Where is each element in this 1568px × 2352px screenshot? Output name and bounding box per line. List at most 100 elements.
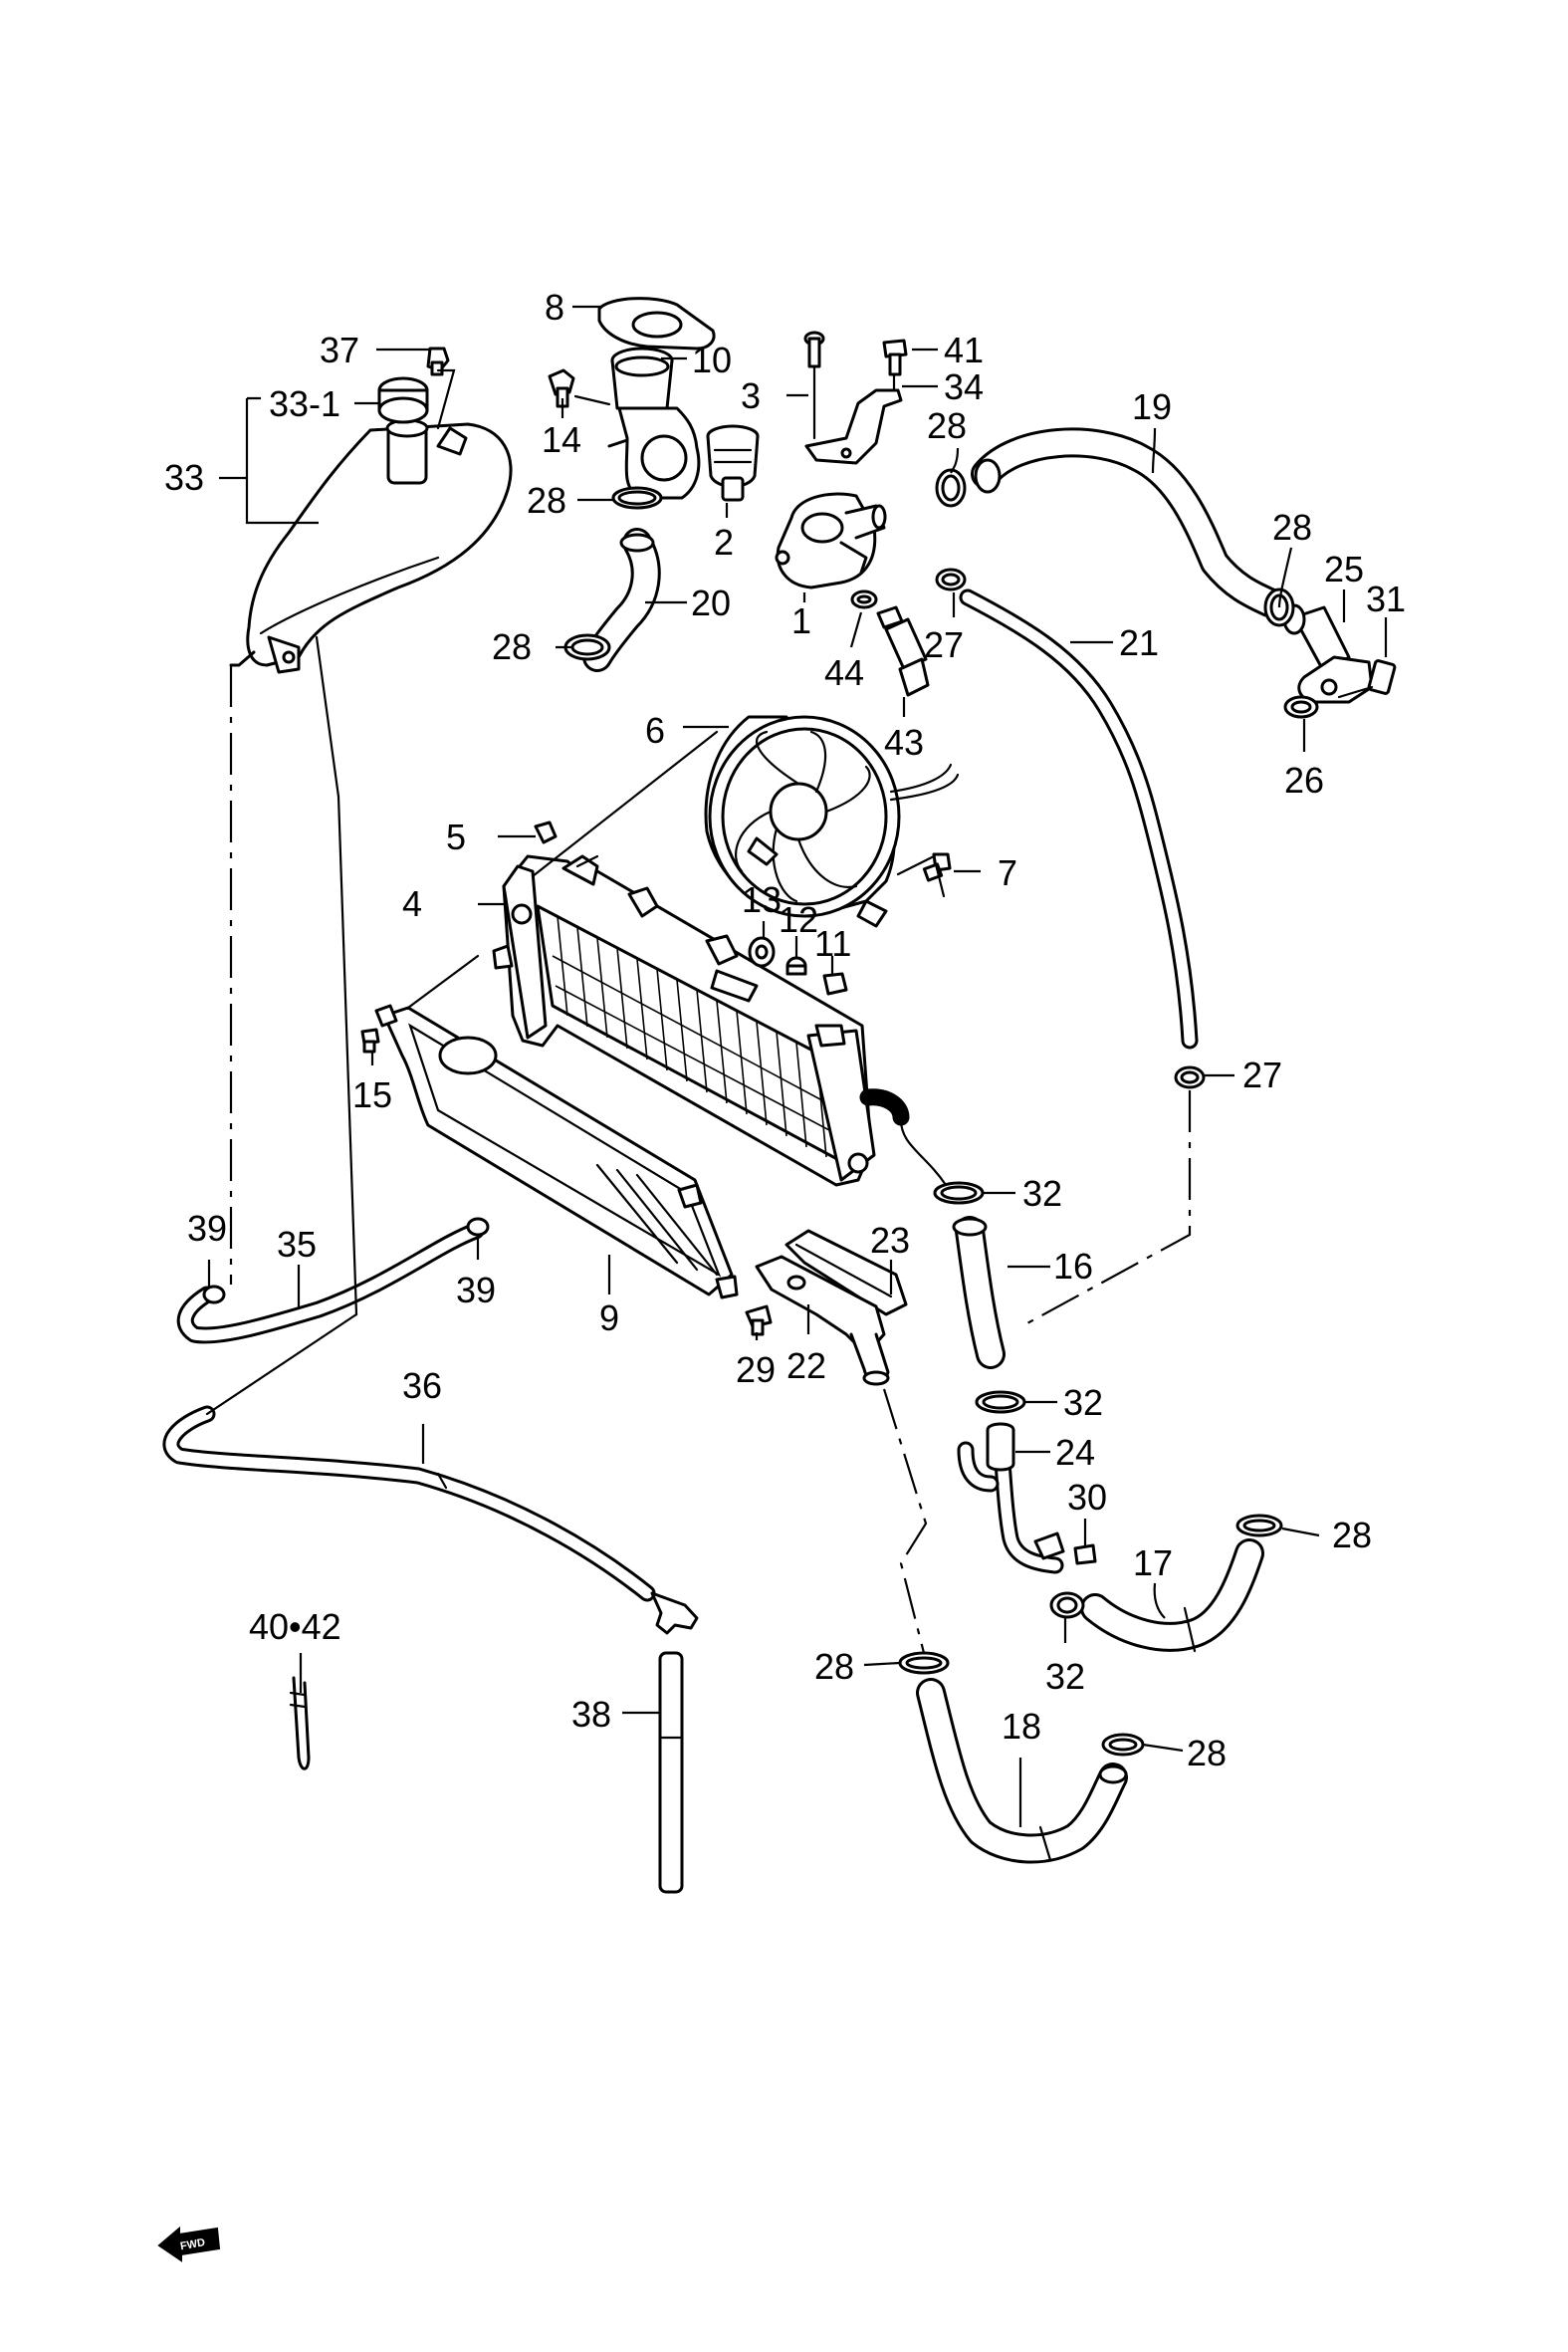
hose-18 <box>916 1678 1128 1864</box>
thermostat-case <box>607 347 701 500</box>
callout-6: 6 <box>645 710 665 751</box>
leader-lines <box>207 305 1388 1827</box>
callout-33-1: 33-1 <box>269 383 340 424</box>
hose-21 <box>959 588 1199 1050</box>
callout-20: 20 <box>691 583 731 623</box>
radiator-guard <box>374 1004 739 1299</box>
bushing-13 <box>748 936 776 968</box>
clamp-27-lower <box>1174 1065 1206 1089</box>
callout-30: 30 <box>1067 1477 1107 1518</box>
callout-34: 34 <box>944 366 984 407</box>
water-inlet-22 <box>755 1255 890 1386</box>
clamp-28-hose19 <box>935 468 967 508</box>
callout-12: 12 <box>779 899 818 940</box>
bolt-31 <box>1367 659 1397 695</box>
water-pump <box>775 492 887 589</box>
callout-43: 43 <box>884 722 924 763</box>
callout-33: 33 <box>164 457 204 498</box>
callout-32-upper: 32 <box>1022 1173 1062 1214</box>
callout-22: 22 <box>786 1345 826 1386</box>
fwd-label: FWD <box>179 2236 206 2252</box>
callout-14: 14 <box>542 419 581 460</box>
callout-2: 2 <box>714 522 734 563</box>
callout-27-lower: 27 <box>1242 1055 1282 1095</box>
clamp-27-upper <box>935 568 967 591</box>
callout-32-lower: 32 <box>1045 1656 1085 1697</box>
callout-44: 44 <box>824 652 864 693</box>
collar-12 <box>785 956 807 976</box>
clamp-28-tank <box>611 486 663 510</box>
bolt-15 <box>360 1028 380 1054</box>
gasket-23 <box>784 1229 908 1316</box>
o-ring-44 <box>850 589 878 609</box>
callout-7: 7 <box>998 852 1017 893</box>
clamp-28-hose18-top <box>898 1651 950 1675</box>
callout-13: 13 <box>742 879 782 920</box>
clamp-39a <box>202 1285 226 1304</box>
callout-19: 19 <box>1132 386 1172 427</box>
temperature-sensor <box>876 605 930 697</box>
clamp-32-mid <box>975 1390 1026 1414</box>
callout-36: 36 <box>402 1365 442 1406</box>
callout-38: 38 <box>571 1694 611 1735</box>
clamp-28-hose17 <box>1235 1514 1283 1537</box>
cooling-fan <box>704 715 960 928</box>
callout-4: 4 <box>402 883 422 924</box>
reservoir-tank <box>229 418 513 674</box>
callout-15: 15 <box>352 1074 392 1115</box>
bolt-3 <box>803 331 825 368</box>
callout-23: 23 <box>870 1220 910 1261</box>
clamp-28-hose20 <box>563 633 611 661</box>
hose-35 <box>176 1222 485 1344</box>
callout-35: 35 <box>277 1224 317 1265</box>
clamp-39b <box>466 1217 490 1237</box>
hose-16 <box>952 1216 1006 1369</box>
hose-17 <box>1080 1538 1264 1653</box>
bolt-5 <box>534 821 558 844</box>
bolt-30 <box>1073 1543 1097 1565</box>
callout-25: 25 <box>1324 549 1364 589</box>
callout-28-hose18-top: 28 <box>814 1646 854 1687</box>
callout-29: 29 <box>736 1349 776 1390</box>
callout-37: 37 <box>320 330 359 370</box>
callout-10: 10 <box>692 340 732 380</box>
callout-28-hose17: 28 <box>1332 1515 1372 1555</box>
callout-17: 17 <box>1133 1542 1173 1583</box>
connector-25 <box>1282 603 1374 704</box>
tank-bolt <box>426 347 450 376</box>
connection-lines <box>205 364 1374 1654</box>
callout-28-clamp-tank: 28 <box>527 480 566 521</box>
callout-39-right: 39 <box>456 1270 496 1310</box>
callout-16: 16 <box>1053 1246 1093 1287</box>
callout-9: 9 <box>599 1297 619 1338</box>
callout-39-left: 39 <box>187 1208 227 1249</box>
callout-27-upper: 27 <box>924 624 964 665</box>
callout-28-clamp20: 28 <box>492 626 532 667</box>
bolt-29 <box>745 1304 773 1336</box>
callout-24: 24 <box>1055 1432 1095 1473</box>
gasket-26 <box>1283 695 1319 719</box>
reservoir-cap <box>377 376 429 424</box>
bracket-34 <box>804 388 903 465</box>
thermostat <box>706 424 760 502</box>
hose-38 <box>658 1651 684 1894</box>
callout-11: 11 <box>814 923 851 964</box>
callout-28-clamp25: 28 <box>1272 507 1312 548</box>
callout-31: 31 <box>1366 579 1406 619</box>
clamp-32-upper <box>933 1181 985 1205</box>
bolt-41 <box>882 339 908 376</box>
callout-41: 41 <box>944 330 984 370</box>
hose-19 <box>971 427 1284 617</box>
clamp-28-conn25 <box>1263 588 1295 627</box>
pipe-24 <box>957 1422 1065 1574</box>
callout-18: 18 <box>1002 1706 1041 1747</box>
hose-36 <box>162 1405 656 1602</box>
bolt-11 <box>822 972 848 996</box>
callout-28-clamp19: 28 <box>927 405 967 446</box>
callout-32-mid: 32 <box>1063 1382 1103 1423</box>
callout-labels: 8 37 10 41 3 34 33-1 19 14 28 33 28 2 28… <box>164 287 1406 1773</box>
callout-3: 3 <box>741 375 761 416</box>
radiator-fins <box>552 915 849 1158</box>
